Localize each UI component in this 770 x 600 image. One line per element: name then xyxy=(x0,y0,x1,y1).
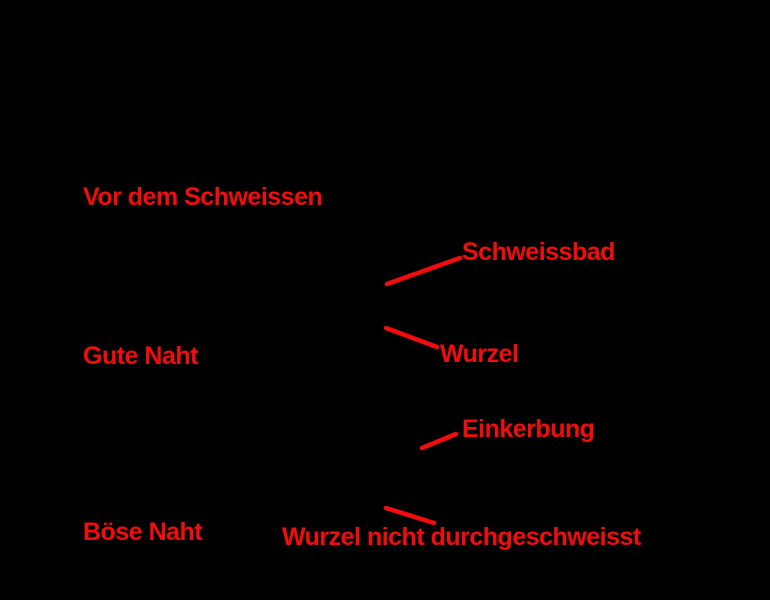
callout-line-einkerbung xyxy=(419,431,459,451)
section-label-vor-dem-schweissen: Vor dem Schweissen xyxy=(83,183,323,211)
callout-label-einkerbung: Einkerbung xyxy=(462,415,595,443)
section-label-boese-naht: Böse Naht xyxy=(83,518,203,546)
callout-label-schweissbad: Schweissbad xyxy=(462,238,615,266)
callout-line-wurzel xyxy=(383,325,440,350)
section-label-gute-naht: Gute Naht xyxy=(83,342,198,370)
callout-line-wurzel-nicht-durchgeschweisst xyxy=(383,505,437,526)
callout-label-wurzel-nicht-durchgeschweisst: Wurzel nicht durchgeschweisst xyxy=(282,523,641,551)
callout-label-wurzel: Wurzel xyxy=(440,340,519,368)
callout-line-schweissbad xyxy=(384,255,463,287)
